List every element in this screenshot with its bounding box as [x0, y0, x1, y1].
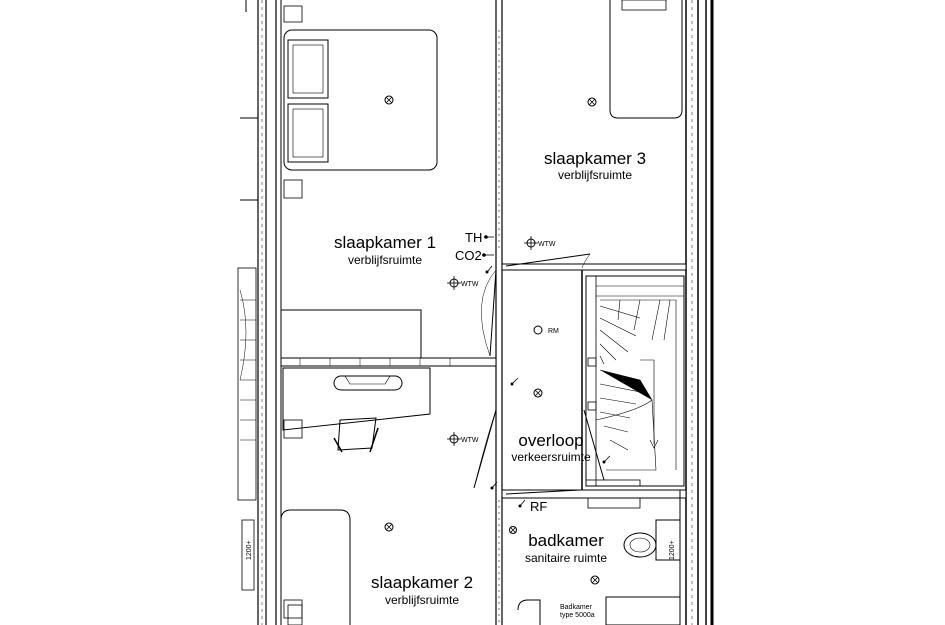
interior-walls — [280, 0, 687, 625]
washbasin — [587, 497, 641, 509]
ceiling-light-icons — [384, 95, 600, 585]
toilet — [623, 519, 681, 561]
dimension-label-right: 1200+ — [669, 540, 676, 560]
bed-slaapkamer-2 — [280, 509, 351, 625]
room-type-slaapkamer-1: verblijfsruimte — [348, 253, 422, 267]
wtw-vent-icon — [447, 276, 461, 290]
wtw-label-3: WTW — [461, 437, 479, 444]
wtw-vent-icon — [447, 432, 461, 446]
ceiling-light-icon — [509, 526, 517, 534]
wtw-label-2: WTW — [461, 281, 479, 288]
smoke-detector-icon — [533, 325, 543, 335]
wtw-label-1: WTW — [538, 241, 556, 248]
rf-label: RF — [530, 499, 547, 514]
room-name-overloop: overloop — [518, 431, 583, 450]
shower-tray — [517, 596, 681, 625]
room-name-slaapkamer-3: slaapkamer 3 — [544, 149, 646, 168]
desk-slaapkamer-2 — [282, 367, 431, 431]
badkamer-type-line2: type 5000a — [560, 612, 595, 619]
doors — [473, 253, 605, 495]
co2-sensor-label: CO2 — [455, 248, 482, 263]
dimension-label-left: 1200+ — [246, 540, 253, 560]
room-type-slaapkamer-3: verblijfsruimte — [558, 168, 632, 182]
ceiling-light-icon — [533, 388, 543, 398]
room-name-slaapkamer-1: slaapkamer 1 — [334, 233, 436, 252]
thermostat-label: TH — [465, 230, 482, 245]
light-switch-icons — [485, 265, 611, 508]
desk-slaapkamer-1 — [280, 309, 422, 359]
room-type-slaapkamer-2: verblijfsruimte — [385, 593, 459, 607]
bed-slaapkamer-3 — [609, 0, 683, 119]
room-type-overloop: verkeersruimte — [511, 450, 591, 464]
badkamer-type-line1: Badkamer — [560, 604, 593, 611]
ceiling-light-icon — [587, 97, 597, 107]
chair-slaapkamer-2 — [333, 417, 379, 453]
radiators — [283, 5, 303, 619]
bed-slaapkamer-1 — [283, 29, 438, 171]
party-wall-left — [257, 0, 282, 625]
room-name-slaapkamer-2: slaapkamer 2 — [371, 573, 473, 592]
room-type-badkamer: sanitaire ruimte — [525, 551, 607, 565]
staircase — [585, 275, 685, 487]
room-name-badkamer: badkamer — [528, 531, 604, 550]
neighbour-fragments — [237, 0, 258, 591]
smoke-detector-label: RM — [548, 328, 559, 335]
exterior-wall-right — [685, 0, 714, 625]
ceiling-light-icon — [384, 522, 394, 532]
ceiling-light-icon — [384, 95, 394, 105]
wtw-vent-icon — [524, 236, 538, 250]
ceiling-light-icon — [590, 575, 600, 585]
